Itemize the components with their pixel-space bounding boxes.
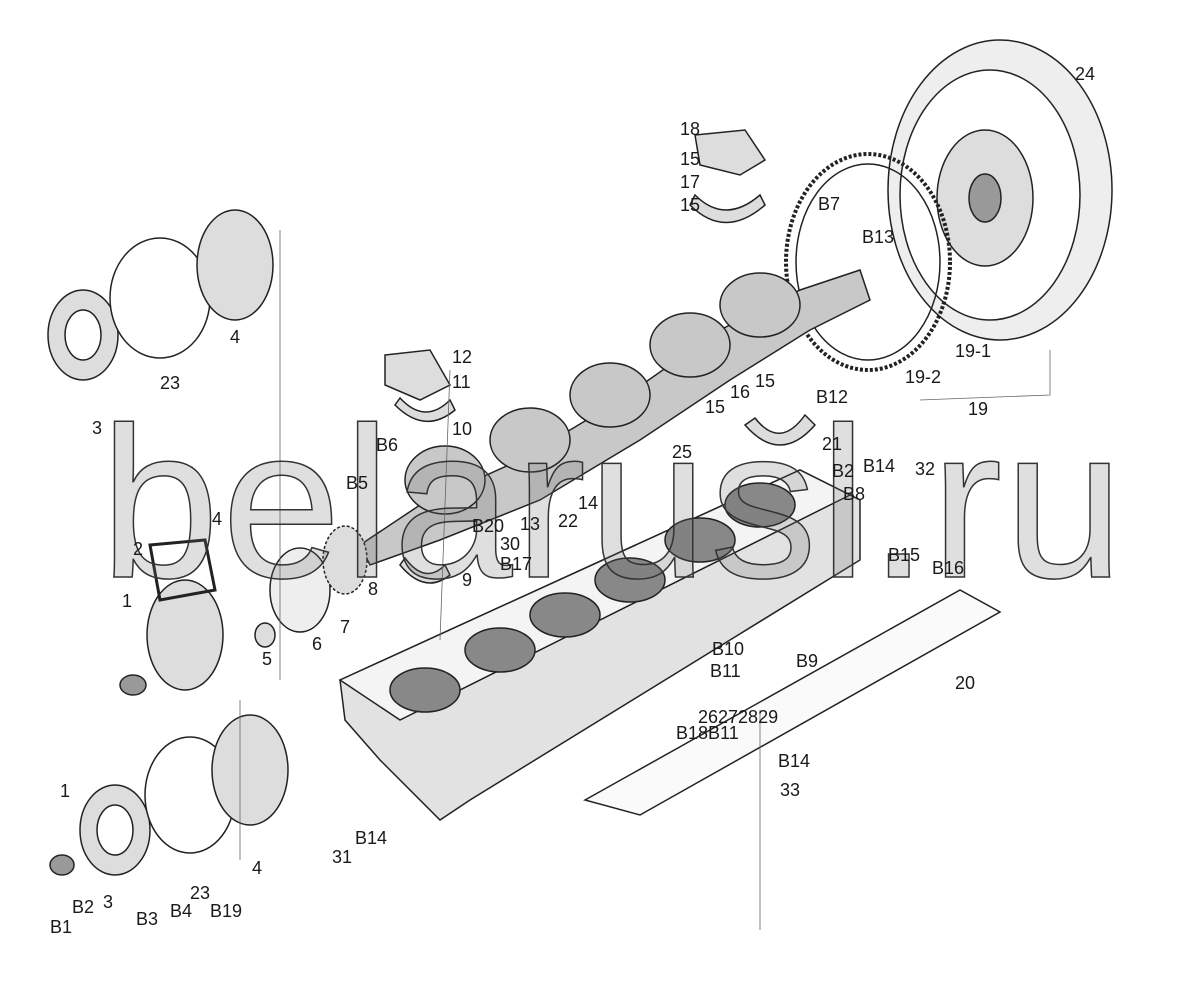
part-label: 19-1	[955, 341, 992, 361]
part-label: B8	[843, 484, 866, 504]
part-label: 15	[680, 195, 701, 215]
part-label: 9	[462, 570, 473, 590]
part-label: B9	[796, 651, 819, 671]
cylinder-block	[338, 469, 861, 821]
part-label: B2	[832, 461, 855, 481]
part-label: 15	[755, 371, 776, 391]
part-label: 5	[262, 649, 273, 669]
bearing-caps	[384, 129, 817, 584]
part-label: B15	[888, 545, 921, 565]
crankshaft	[359, 269, 871, 566]
part-label: B6	[376, 435, 399, 455]
part-label: B2	[72, 897, 95, 917]
part-label: 3	[92, 418, 103, 438]
part-label: B20	[472, 516, 505, 536]
part-label: 2	[133, 539, 144, 559]
oil-pan-gasket	[583, 589, 1002, 816]
part-label: B19	[210, 901, 243, 921]
part-label: 10	[452, 419, 473, 439]
part-label: 4	[230, 327, 241, 347]
part-label: 20	[955, 673, 976, 693]
part-label: 26272829	[698, 707, 779, 727]
part-label: 8	[368, 579, 379, 599]
front-pulleys	[47, 209, 368, 876]
part-label: 13	[520, 514, 541, 534]
part-label: 16	[730, 382, 751, 402]
part-label: B1	[50, 917, 73, 937]
part-label: 24	[1075, 64, 1096, 84]
part-label: B13	[862, 227, 895, 247]
part-label: 30	[500, 534, 521, 554]
part-label: B17	[500, 554, 533, 574]
part-label: 6	[312, 634, 323, 654]
part-label: 19	[968, 399, 989, 419]
part-label: 7	[340, 617, 351, 637]
part-label: 4	[252, 858, 263, 878]
part-label: B10	[712, 639, 745, 659]
part-label: 17	[680, 172, 701, 192]
part-label: B4	[170, 901, 193, 921]
part-label: B12	[816, 387, 849, 407]
part-label: B14	[863, 456, 896, 476]
part-label: B14	[778, 751, 811, 771]
part-label: 18	[680, 119, 701, 139]
part-label: 23	[190, 883, 211, 903]
part-label: 19-2	[905, 367, 942, 387]
watermark: belarusl.ru	[99, 382, 1126, 623]
part-label: 21	[822, 434, 843, 454]
part-label: 1	[122, 591, 133, 611]
ring-gear	[784, 152, 952, 372]
part-label: 4	[212, 509, 223, 529]
part-label: B5	[346, 473, 369, 493]
part-label: 23	[160, 373, 181, 393]
part-label: 11	[452, 372, 471, 392]
part-label: 14	[578, 493, 599, 513]
part-label: 32	[915, 459, 936, 479]
part-label: 31	[332, 847, 353, 867]
part-label: 15	[680, 149, 701, 169]
part-label: 22	[558, 511, 579, 531]
part-label: 25	[672, 442, 693, 462]
part-label: B14	[355, 828, 388, 848]
part-label: 3	[103, 892, 114, 912]
part-label: B11	[710, 661, 741, 681]
part-label: B3	[136, 909, 159, 929]
part-label: B7	[818, 194, 841, 214]
part-label: B18B11	[676, 723, 739, 743]
leader-lines	[239, 230, 1051, 930]
flywheel	[887, 39, 1113, 341]
part-label: 33	[780, 780, 801, 800]
part-label: 12	[452, 347, 473, 367]
part-label: 1	[60, 781, 71, 801]
part-label: B16	[932, 558, 965, 578]
part-label: 15	[705, 397, 726, 417]
